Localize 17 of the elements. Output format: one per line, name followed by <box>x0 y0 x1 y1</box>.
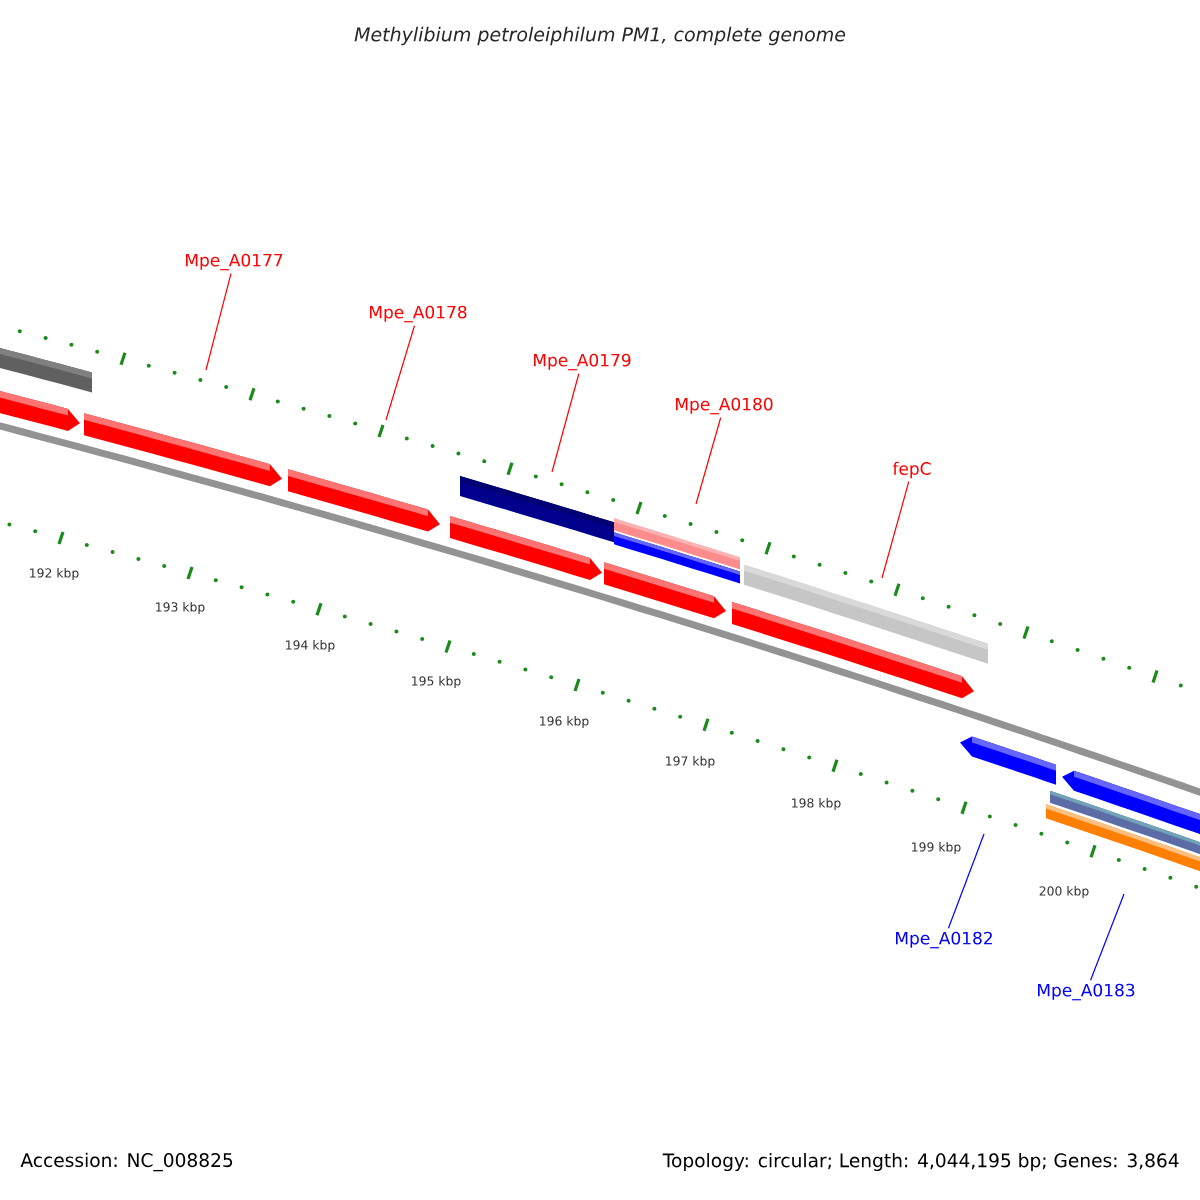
gene-label: Mpe_A0177 <box>186 253 283 271</box>
leader-line <box>947 833 985 929</box>
gene-label: fepC <box>892 461 931 479</box>
leader-line <box>1089 893 1125 981</box>
gene-label: Mpe_A0179 <box>534 353 631 371</box>
leader-line <box>695 417 722 505</box>
gene-label: Mpe_A0183 <box>1038 983 1135 1001</box>
title: Methylibium petroleiphilum PM1, complete genome <box>354 26 846 46</box>
leader-line <box>385 325 416 421</box>
leader-line <box>881 481 910 579</box>
genome-info-text: Topology: circular; Length: 4,044,195 bp; Genes: 3,864 <box>662 1153 1179 1171</box>
accession-text: Accession: NC_008825 <box>20 1152 233 1172</box>
gene-label: Mpe_A0180 <box>676 397 773 415</box>
leader-line <box>205 273 232 371</box>
gene-label: Mpe_A0178 <box>370 305 467 323</box>
leader-line <box>551 373 580 473</box>
gene-label: Mpe_A0182 <box>896 931 992 949</box>
